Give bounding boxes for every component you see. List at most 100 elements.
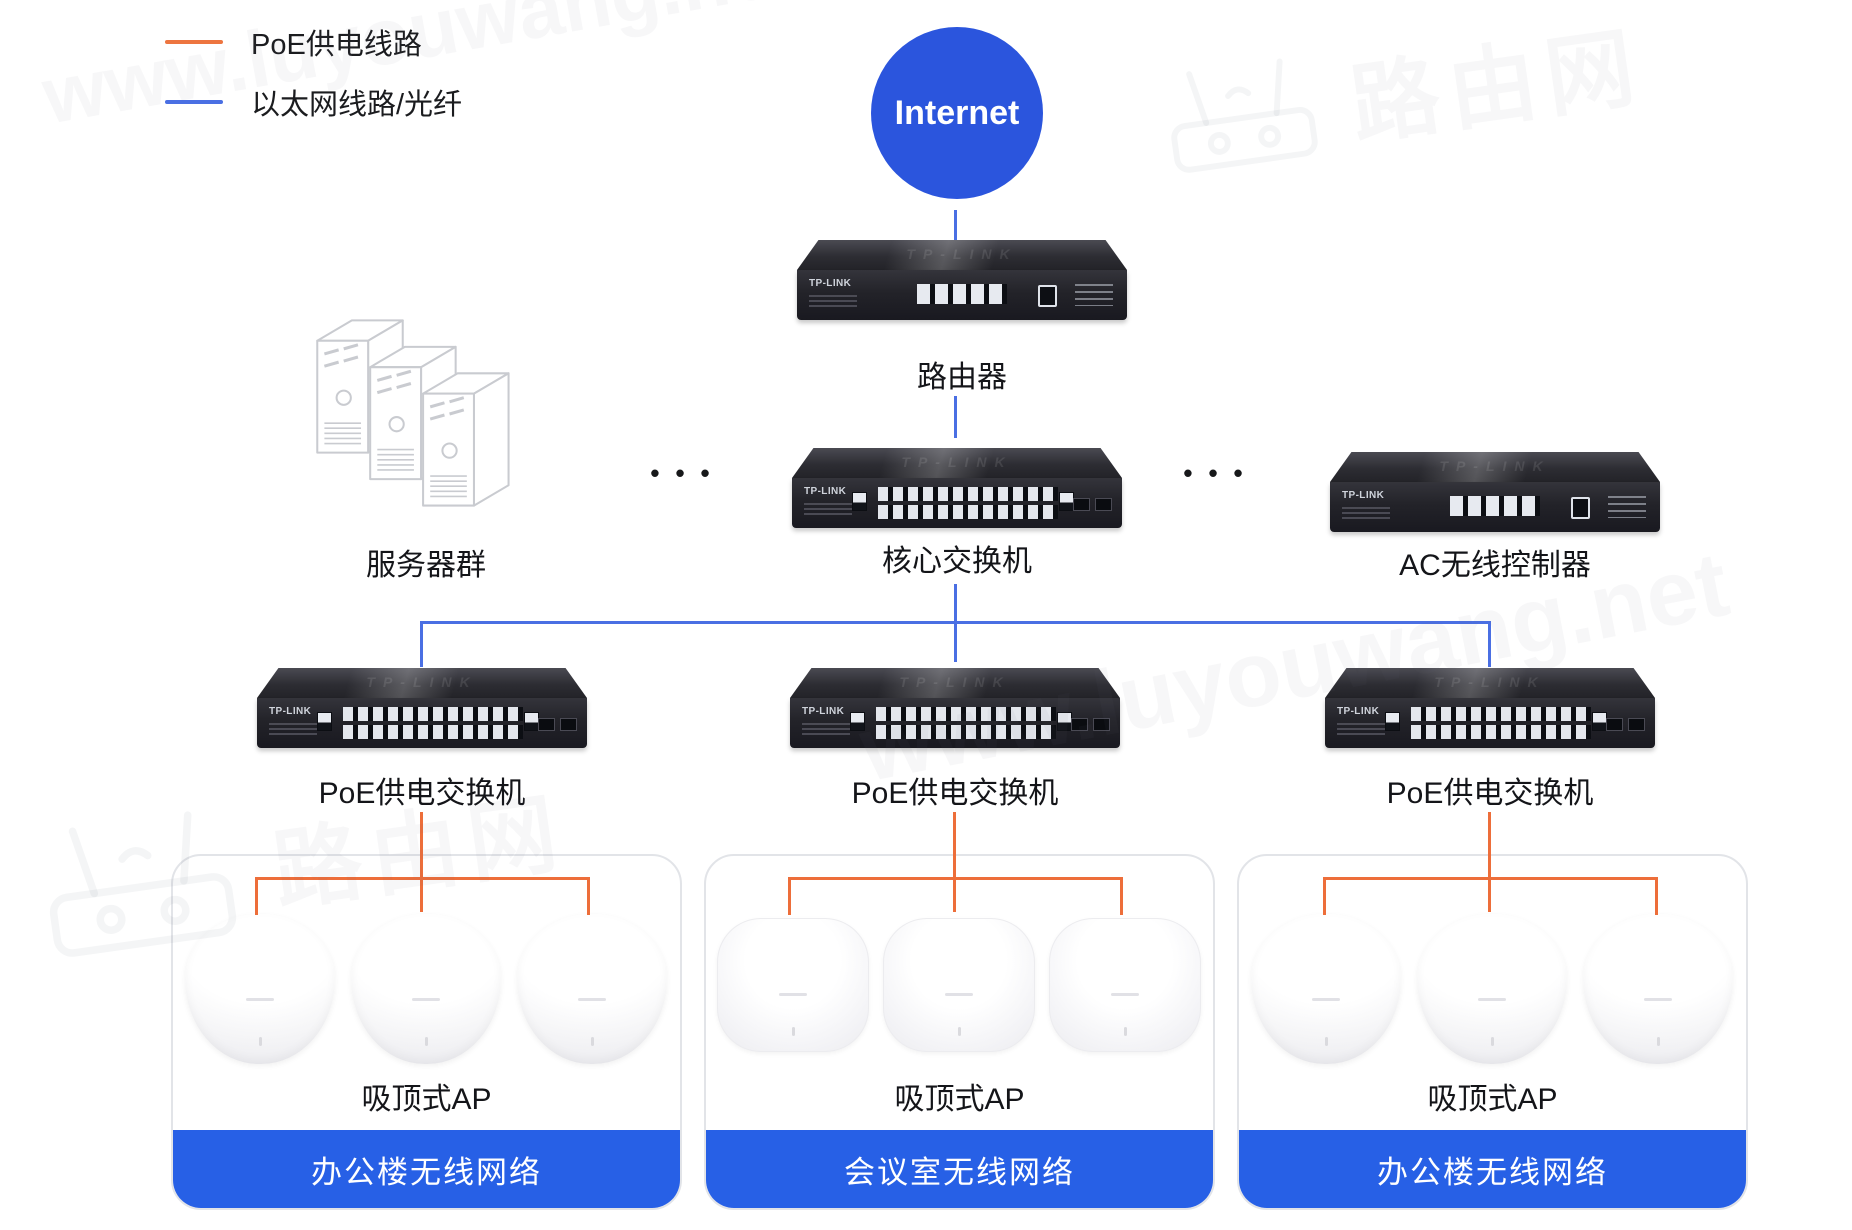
poe-drop-right-a — [1323, 877, 1326, 915]
poe-switch-middle: TP-LINK TP-LINK — [790, 668, 1120, 748]
switch-front-panel: TP-LINK — [790, 698, 1120, 748]
link-internet-router — [954, 210, 957, 252]
switch-extra-port — [524, 712, 539, 731]
zone-card-left: 吸顶式AP 办公楼无线网络 — [171, 854, 682, 1210]
device-model-text — [809, 295, 857, 307]
branch-bus-line — [421, 621, 1489, 624]
zone-label: 办公楼无线网络 — [1377, 1154, 1608, 1190]
device-model-text — [804, 503, 852, 515]
ceiling-ap — [883, 918, 1035, 1052]
switch-uplink-port — [850, 712, 865, 731]
device-brand-label: TP-LINK — [1337, 706, 1380, 717]
device-brand-gloss: TP-LINK — [366, 674, 478, 690]
server-group — [308, 298, 528, 535]
poe-switch-left-label: PoE供电交换机 — [318, 777, 526, 810]
ellipsis-right: ••• — [1183, 458, 1259, 488]
watermark-brand-text: 路由网 — [1345, 16, 1650, 156]
switch-port-block — [878, 487, 1058, 523]
ceiling-ap — [1417, 914, 1567, 1064]
ellipsis-left: ••• — [650, 458, 726, 488]
device-brand-gloss: TP-LINK — [1439, 458, 1551, 474]
poe-bus-right — [1324, 877, 1656, 880]
switch-sfp-ports — [1073, 498, 1112, 511]
poe-bus-left — [256, 877, 588, 880]
server-group-label: 服务器群 — [366, 549, 486, 582]
device-model-text — [1342, 507, 1390, 519]
internet-label: Internet — [894, 93, 1020, 132]
switch-extra-port — [1059, 492, 1074, 511]
zone-card-right: 吸顶式AP 办公楼无线网络 — [1237, 854, 1748, 1210]
server-towers-illustration — [315, 318, 511, 508]
device-brand-gloss: TP-LINK — [899, 674, 1011, 690]
core-switch-label: 核心交换机 — [882, 545, 1032, 578]
ceiling-ap — [1251, 914, 1401, 1064]
ac-controller-label: AC无线控制器 — [1399, 549, 1591, 582]
poe-stem-middle — [953, 812, 956, 912]
poe-bus-middle — [789, 877, 1121, 880]
device-brand-label: TP-LINK — [1342, 490, 1385, 501]
router-device: TP-LINK TP-LINK — [797, 240, 1127, 320]
ac-controller-device: TP-LINK TP-LINK — [1330, 452, 1660, 532]
link-router-core — [954, 396, 957, 438]
zone-label: 会议室无线网络 — [844, 1154, 1075, 1190]
switch-front-panel: TP-LINK — [1325, 698, 1655, 748]
ethernet-line-swatch — [165, 100, 223, 104]
switch-uplink-port — [317, 712, 332, 731]
legend-label-poe: PoE供电线路 — [251, 29, 422, 61]
zone-bar: 办公楼无线网络 — [1239, 1130, 1746, 1208]
switch-port-block — [1411, 707, 1591, 743]
router-chassis-top: TP-LINK — [1330, 452, 1660, 482]
router-ports — [1450, 496, 1540, 516]
ap-label: 吸顶式AP — [1427, 1083, 1558, 1116]
router-front-panel: TP-LINK — [1330, 482, 1660, 532]
switch-port-block — [876, 707, 1056, 743]
ceiling-ap — [351, 914, 501, 1064]
switch-chassis-top: TP-LINK — [1325, 668, 1655, 698]
ap-label: 吸顶式AP — [894, 1083, 1025, 1116]
router-console-port — [1571, 497, 1590, 519]
device-brand-gloss: TP-LINK — [901, 454, 1013, 470]
switch-front-panel: TP-LINK — [792, 478, 1122, 528]
ceiling-ap — [185, 914, 335, 1064]
poe-drop-right-b — [1655, 877, 1658, 915]
switch-extra-port — [1592, 712, 1607, 731]
switch-uplink-port — [852, 492, 867, 511]
device-brand-gloss: TP-LINK — [1434, 674, 1546, 690]
device-model-text — [269, 723, 317, 735]
switch-sfp-ports — [538, 718, 577, 731]
link-branch-left-drop — [420, 621, 423, 667]
internet-node: Internet — [871, 27, 1043, 199]
poe-drop-left-a — [255, 877, 258, 915]
poe-stem-right — [1488, 812, 1491, 912]
zone-bar: 会议室无线网络 — [706, 1130, 1213, 1208]
legend-item-poe: PoE供电线路 — [165, 20, 462, 64]
router-status-leds — [1608, 496, 1646, 518]
poe-switch-middle-label: PoE供电交换机 — [851, 777, 1059, 810]
device-brand-label: TP-LINK — [269, 706, 312, 717]
ap-label: 吸顶式AP — [361, 1083, 492, 1116]
poe-drop-left-b — [587, 877, 590, 915]
poe-drop-middle-a — [788, 877, 791, 915]
zone-bar: 办公楼无线网络 — [173, 1130, 680, 1208]
device-brand-label: TP-LINK — [802, 706, 845, 717]
switch-chassis-top: TP-LINK — [792, 448, 1122, 478]
ceiling-ap — [517, 914, 667, 1064]
device-model-text — [802, 723, 850, 735]
poe-switch-right: TP-LINK TP-LINK — [1325, 668, 1655, 748]
switch-chassis-top: TP-LINK — [257, 668, 587, 698]
router-front-panel: TP-LINK — [797, 270, 1127, 320]
switch-front-panel: TP-LINK — [257, 698, 587, 748]
device-brand-gloss: TP-LINK — [906, 246, 1018, 262]
watermark-router-icon — [1171, 57, 1318, 173]
router-chassis-top: TP-LINK — [797, 240, 1127, 270]
ceiling-ap — [1049, 918, 1201, 1052]
legend-label-ethernet: 以太网线路/光纤 — [251, 89, 463, 121]
device-model-text — [1337, 723, 1385, 735]
switch-sfp-ports — [1606, 718, 1645, 731]
switch-chassis-top: TP-LINK — [790, 668, 1120, 698]
switch-sfp-ports — [1071, 718, 1110, 731]
legend: PoE供电线路 以太网线路/光纤 — [165, 20, 462, 140]
switch-port-block — [343, 707, 523, 743]
switch-extra-port — [1057, 712, 1072, 731]
